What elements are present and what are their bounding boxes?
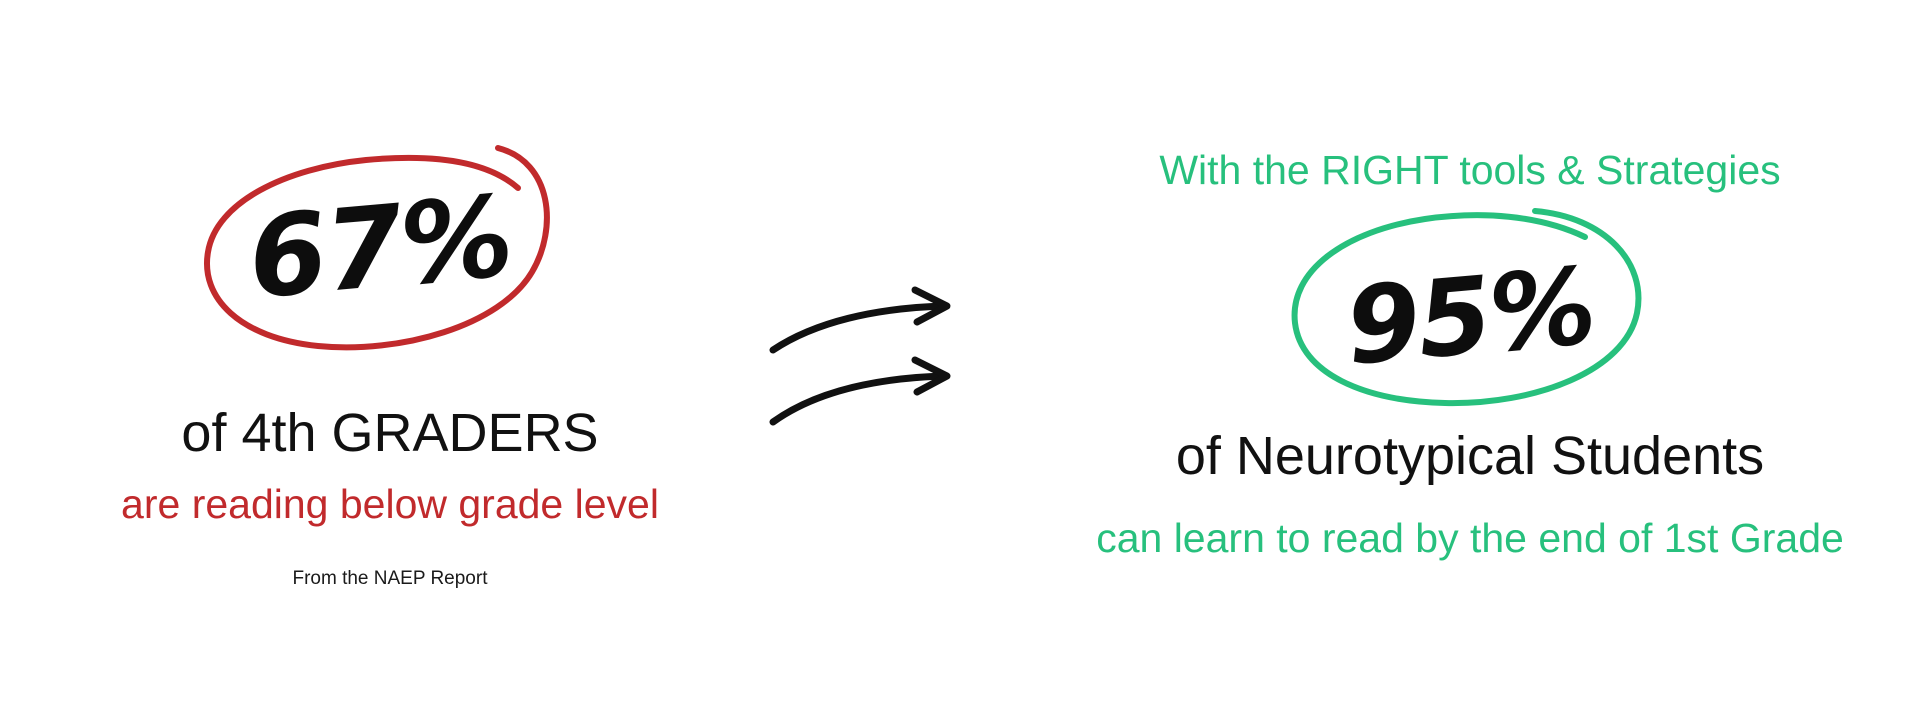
- left-stat-circle: 67%: [200, 140, 560, 360]
- stat-67-percent: 67%: [243, 171, 517, 325]
- source-note: From the NAEP Report: [292, 568, 488, 589]
- right-subject-text: of Neurotypical Students: [1175, 426, 1765, 486]
- green-circle-icon: [1291, 208, 1642, 407]
- left-stat-panel: 67% of 4th GRADERS are reading below gra…: [0, 0, 780, 711]
- right-stat-circle: 95%: [1285, 205, 1655, 420]
- left-detail-text: are reading below grade level: [121, 481, 659, 527]
- double-arrow-icon: [765, 280, 965, 440]
- right-lead-text: With the RIGHT tools & Strategies: [1159, 147, 1781, 193]
- right-detail-text: can learn to read by the end of 1st Grad…: [1096, 515, 1844, 561]
- right-stat-panel: With the RIGHT tools & Strategies 95% of…: [1020, 0, 1920, 711]
- left-subject-text: of 4th GRADERS: [181, 403, 599, 463]
- red-circle-icon: [204, 145, 550, 351]
